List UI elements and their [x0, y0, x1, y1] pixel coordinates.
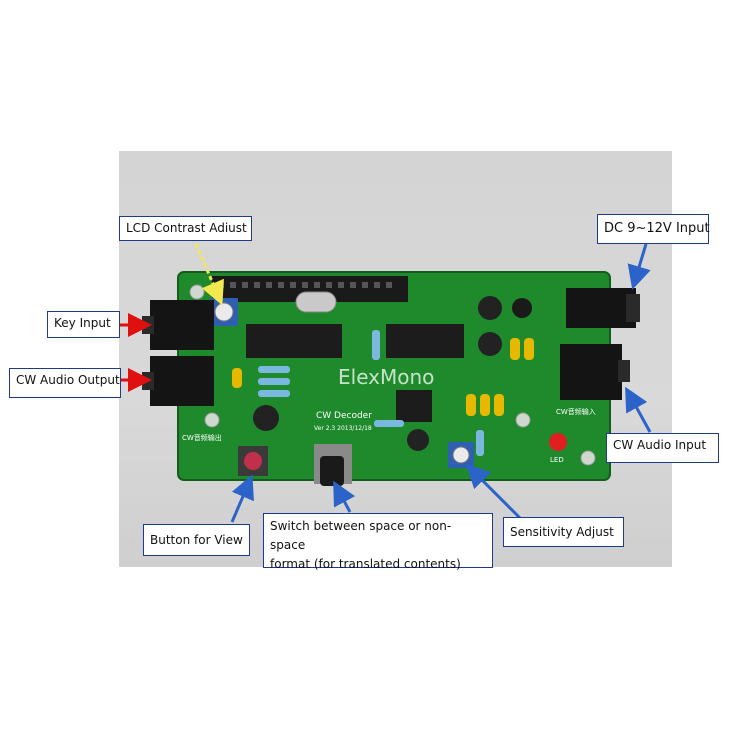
arrow-dc-input: [627, 243, 651, 290]
label-cw-audio-input: CW Audio Input: [606, 433, 719, 463]
mounting-hole: [515, 412, 531, 428]
led-silkscreen: LED: [550, 456, 564, 464]
label-switch-format: Switch between space or non-space format…: [263, 513, 493, 571]
cw-audio-output-jack: [150, 356, 214, 406]
label-dc-input: DC 9~12V Input: [597, 214, 710, 244]
ic-chip-middle: [386, 324, 464, 358]
ic-chip-left: [246, 324, 342, 358]
label-cw-audio-output: CW Audio Output: [9, 368, 121, 398]
arrow-switch-format: [333, 480, 356, 513]
label-button-for-view: Button for View: [143, 524, 250, 556]
mounting-hole: [580, 450, 596, 466]
board-title: CW Decoder: [316, 411, 372, 421]
arrow-sensitivity: [465, 463, 522, 520]
transistor: [512, 298, 532, 318]
arrow-cw-audio-input: [625, 386, 652, 433]
label-switch-format-line2: format (for translated contents): [270, 557, 461, 571]
cw-in-silkscreen: CW音频输入: [556, 407, 596, 416]
electrolytic-capacitor: [478, 296, 502, 320]
ic-chip-small: [396, 390, 432, 422]
mounting-hole: [204, 412, 220, 428]
led-component: [549, 433, 567, 451]
watermark-text: ElexMono: [338, 365, 434, 389]
cw-audio-input-jack: [560, 344, 622, 400]
mounting-hole: [189, 284, 205, 300]
label-lcd-contrast: LCD Contrast Adiust: [119, 216, 252, 241]
arrow-button-view: [230, 474, 254, 523]
electrolytic-capacitor: [478, 332, 502, 356]
crystal: [295, 291, 337, 313]
electrolytic-capacitor: [253, 405, 279, 431]
board-version: Ver 2.3 2013/12/18: [314, 425, 372, 432]
label-key-input: Key Input: [47, 311, 120, 338]
dc-jack-component: [566, 288, 636, 328]
electrolytic-capacitor: [407, 429, 429, 451]
arrow-lcd-contrast: [194, 243, 224, 306]
label-switch-format-line1: Switch between space or non-space: [270, 519, 452, 552]
key-input-jack: [150, 300, 214, 350]
label-sensitivity-adjust: Sensitivity Adjust: [503, 517, 624, 547]
resistor-bank: [258, 330, 484, 456]
cw-out-silkscreen: CW音频输出: [182, 433, 222, 442]
ceramic-capacitors: [232, 338, 534, 416]
